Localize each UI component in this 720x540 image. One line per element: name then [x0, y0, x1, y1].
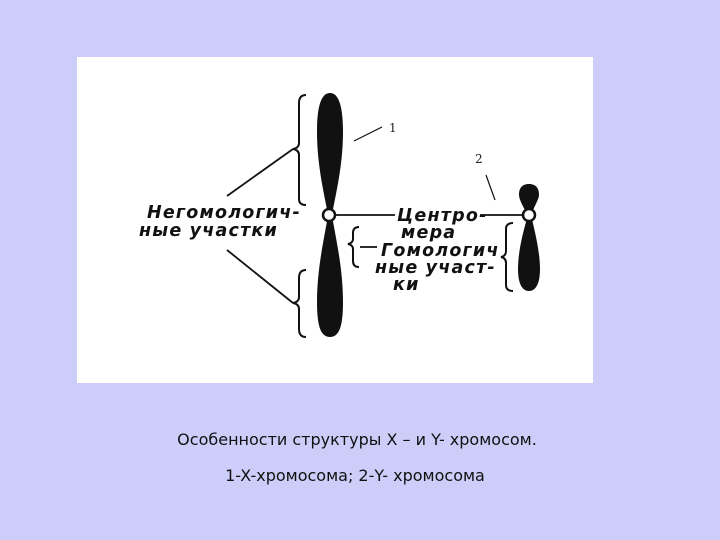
nonhomologous-leader-lower — [226, 249, 294, 304]
homologous-label-line-2: ные участ- — [375, 258, 496, 278]
homologous-label-line-3: ки — [393, 275, 420, 295]
chromosome-figure-panel: 1 2 Негомологич- ные участки Центро- мер… — [77, 57, 593, 383]
marker-1-label: 1 — [389, 121, 397, 135]
chromosome-diagram: 1 2 Негомологич- ные участки Центро- мер… — [139, 93, 540, 338]
marker-2-label: 2 — [475, 152, 483, 166]
leader-lines — [226, 126, 522, 304]
x-homologous-brace — [347, 226, 360, 268]
lower-nonhomologous-brace — [292, 269, 307, 338]
y-chromosome-upper-arm — [519, 184, 539, 215]
x-chromosome-lower-arm — [317, 215, 343, 337]
nonhomologous-label-line-2: ные участки — [139, 221, 278, 241]
y-homologous-brace — [500, 222, 514, 292]
upper-nonhomologous-brace — [292, 94, 307, 206]
caption-legend: 1-X-хромосома; 2-Y- хромосома — [225, 466, 485, 485]
centromere-label-line-1: Центро- — [397, 206, 488, 226]
centromere-label-line-2: мера — [401, 223, 456, 243]
marker-2-leader — [485, 174, 496, 201]
nonhomologous-leader-upper — [226, 148, 294, 197]
x-chromosome-centromere — [321, 207, 337, 223]
x-chromosome — [317, 93, 343, 337]
y-chromosome-centromere — [521, 207, 537, 223]
marker-1-leader — [353, 126, 383, 142]
x-chromosome-upper-arm — [317, 93, 343, 215]
y-chromosome — [518, 184, 540, 291]
nonhomologous-label-line-1: Негомологич- — [147, 203, 301, 223]
y-chromosome-lower-arm — [518, 215, 540, 291]
homologous-label-line-1: Гомологич — [381, 241, 500, 261]
caption-title: Особенности структуры X – и Y- хромосом. — [177, 430, 537, 449]
